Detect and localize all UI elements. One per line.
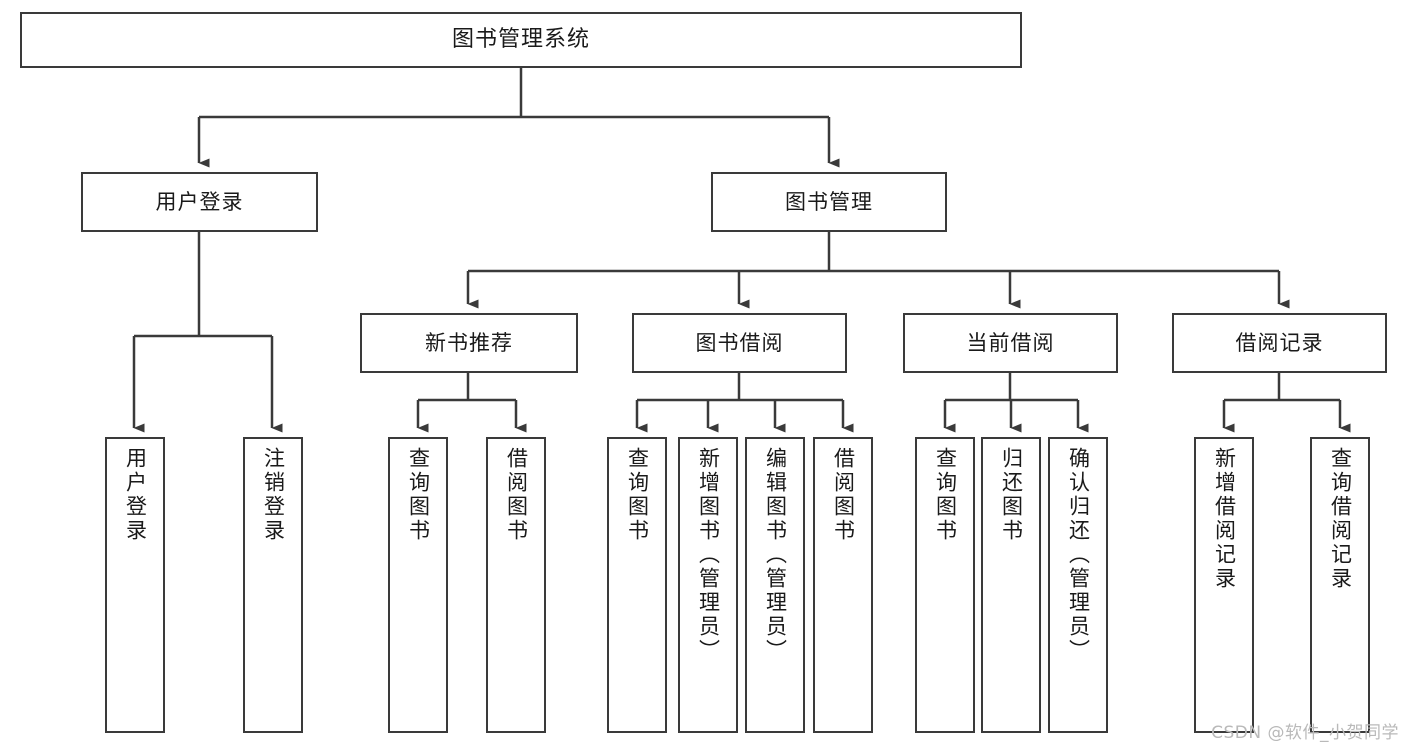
leaf-confirm-return-admin[interactable]: 确认归还（管理员） xyxy=(1048,437,1108,733)
leaf-query-book-current-label: 查询图书 xyxy=(933,447,958,543)
node-user-login-label: 用户登录 xyxy=(155,189,244,214)
node-user-login[interactable]: 用户登录 xyxy=(81,172,318,232)
leaf-borrow-book-label: 借阅图书 xyxy=(831,447,856,543)
leaf-borrow-book-newbook-label: 借阅图书 xyxy=(504,447,529,543)
node-book-management[interactable]: 图书管理 xyxy=(711,172,947,232)
leaf-edit-book-admin-label: 编辑图书（管理员） xyxy=(763,447,788,663)
leaf-query-book-current[interactable]: 查询图书 xyxy=(915,437,975,733)
node-new-book-recommend[interactable]: 新书推荐 xyxy=(360,313,578,373)
leaf-return-book[interactable]: 归还图书 xyxy=(981,437,1041,733)
leaf-query-book-borrow[interactable]: 查询图书 xyxy=(607,437,667,733)
leaf-add-borrow-record[interactable]: 新增借阅记录 xyxy=(1194,437,1254,733)
leaf-query-book-newbook[interactable]: 查询图书 xyxy=(388,437,448,733)
leaf-query-borrow-record-label: 查询借阅记录 xyxy=(1328,447,1353,591)
node-borrow-records-label: 借阅记录 xyxy=(1235,330,1324,355)
leaf-add-book-admin[interactable]: 新增图书（管理员） xyxy=(678,437,738,733)
leaf-user-login-label: 用户登录 xyxy=(123,447,148,543)
leaf-add-borrow-record-label: 新增借阅记录 xyxy=(1212,447,1237,591)
leaf-user-login[interactable]: 用户登录 xyxy=(105,437,165,733)
node-root-label: 图书管理系统 xyxy=(451,27,590,53)
node-book-management-label: 图书管理 xyxy=(785,189,873,214)
leaf-confirm-return-admin-label: 确认归还（管理员） xyxy=(1066,447,1091,663)
leaf-query-book-borrow-label: 查询图书 xyxy=(625,447,650,543)
node-borrow-records[interactable]: 借阅记录 xyxy=(1172,313,1387,373)
node-current-borrow[interactable]: 当前借阅 xyxy=(903,313,1118,373)
node-root[interactable]: 图书管理系统 xyxy=(20,12,1022,68)
node-book-borrow-label: 图书借阅 xyxy=(695,330,784,355)
node-current-borrow-label: 当前借阅 xyxy=(966,330,1055,355)
watermark: CSDN @软件_小贺同学 xyxy=(1211,723,1399,743)
leaf-borrow-book-newbook[interactable]: 借阅图书 xyxy=(486,437,546,733)
leaf-add-book-admin-label: 新增图书（管理员） xyxy=(696,447,721,663)
node-book-borrow[interactable]: 图书借阅 xyxy=(632,313,847,373)
leaf-return-book-label: 归还图书 xyxy=(999,447,1024,543)
leaf-logout[interactable]: 注销登录 xyxy=(243,437,303,733)
leaf-borrow-book[interactable]: 借阅图书 xyxy=(813,437,873,733)
leaf-logout-label: 注销登录 xyxy=(261,447,286,543)
node-new-book-recommend-label: 新书推荐 xyxy=(425,330,513,355)
leaf-query-borrow-record[interactable]: 查询借阅记录 xyxy=(1310,437,1370,733)
leaf-query-book-newbook-label: 查询图书 xyxy=(406,447,431,543)
leaf-edit-book-admin[interactable]: 编辑图书（管理员） xyxy=(745,437,805,733)
